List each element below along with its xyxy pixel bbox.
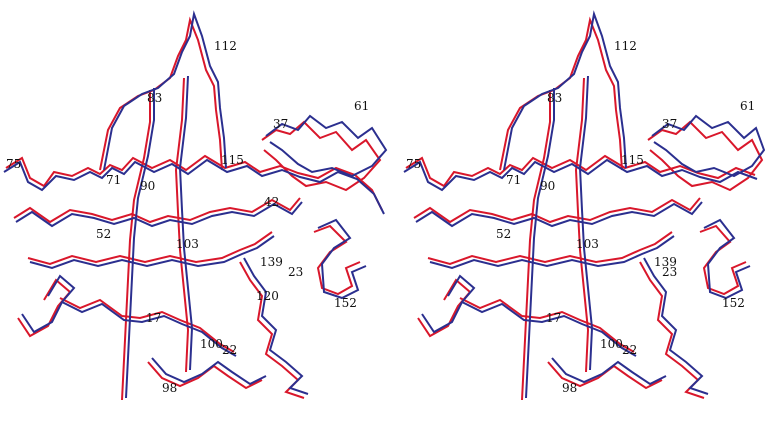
trace-a-left bbox=[314, 226, 360, 294]
trace-a-right bbox=[648, 122, 762, 190]
trace-b-left bbox=[318, 220, 366, 298]
trace-a-left bbox=[262, 122, 380, 190]
residue-label: 152 bbox=[334, 296, 357, 310]
residue-label: 22 bbox=[622, 343, 637, 357]
residue-label: 90 bbox=[540, 179, 555, 193]
trace-a-left bbox=[28, 232, 272, 264]
residue-label: 83 bbox=[147, 91, 162, 105]
residue-label: 75 bbox=[406, 157, 421, 171]
residue-label: 98 bbox=[562, 381, 577, 395]
trace-a-left bbox=[18, 280, 70, 336]
trace-b-left bbox=[104, 14, 226, 170]
residue-label: 23 bbox=[662, 265, 677, 279]
trace-a-right bbox=[428, 232, 672, 264]
residue-label: 115 bbox=[621, 153, 644, 167]
residue-label: 23 bbox=[288, 265, 303, 279]
residue-label: 71 bbox=[106, 173, 121, 187]
panel-right: 112 83 37 61 75 115 71 90 52 103 139 23 … bbox=[404, 14, 764, 400]
residue-label: 139 bbox=[260, 255, 283, 269]
residue-label: 37 bbox=[662, 117, 677, 131]
residue-label: 90 bbox=[140, 179, 155, 193]
residue-label: 103 bbox=[176, 237, 199, 251]
residue-label: 61 bbox=[740, 99, 755, 113]
residue-label: 17 bbox=[146, 311, 161, 325]
residue-label: 61 bbox=[354, 99, 369, 113]
residue-label: 83 bbox=[547, 91, 562, 105]
residue-label: 152 bbox=[722, 296, 745, 310]
trace-a-right bbox=[522, 90, 550, 400]
trace-b-right bbox=[504, 14, 626, 170]
trace-a-right bbox=[418, 280, 470, 336]
residue-label: 22 bbox=[222, 343, 237, 357]
residue-label: 52 bbox=[496, 227, 511, 241]
residue-label: 71 bbox=[506, 173, 521, 187]
trace-b-left bbox=[16, 202, 302, 226]
panel-left: 112 83 37 61 75 115 71 90 52 103 139 23 … bbox=[4, 14, 386, 400]
trace-a-left bbox=[122, 90, 150, 400]
trace-b-right bbox=[704, 220, 750, 298]
residue-label: 112 bbox=[214, 39, 237, 53]
trace-a-left bbox=[14, 198, 300, 222]
residue-label: 75 bbox=[6, 157, 21, 171]
residue-label: 52 bbox=[96, 227, 111, 241]
trace-a-right bbox=[414, 198, 700, 222]
trace-b-right bbox=[416, 202, 702, 226]
residue-label: 112 bbox=[614, 39, 637, 53]
residue-label: 37 bbox=[273, 117, 288, 131]
residue-label: 100 bbox=[200, 337, 223, 351]
residue-label: 17 bbox=[546, 311, 561, 325]
residue-label: 120 bbox=[256, 289, 279, 303]
residue-label: 103 bbox=[576, 237, 599, 251]
residue-label: 42 bbox=[264, 195, 279, 209]
residue-label: 100 bbox=[600, 337, 623, 351]
residue-label: 98 bbox=[162, 381, 177, 395]
residue-label: 115 bbox=[221, 153, 244, 167]
trace-a-right bbox=[640, 262, 704, 398]
trace-a-left bbox=[240, 262, 304, 398]
